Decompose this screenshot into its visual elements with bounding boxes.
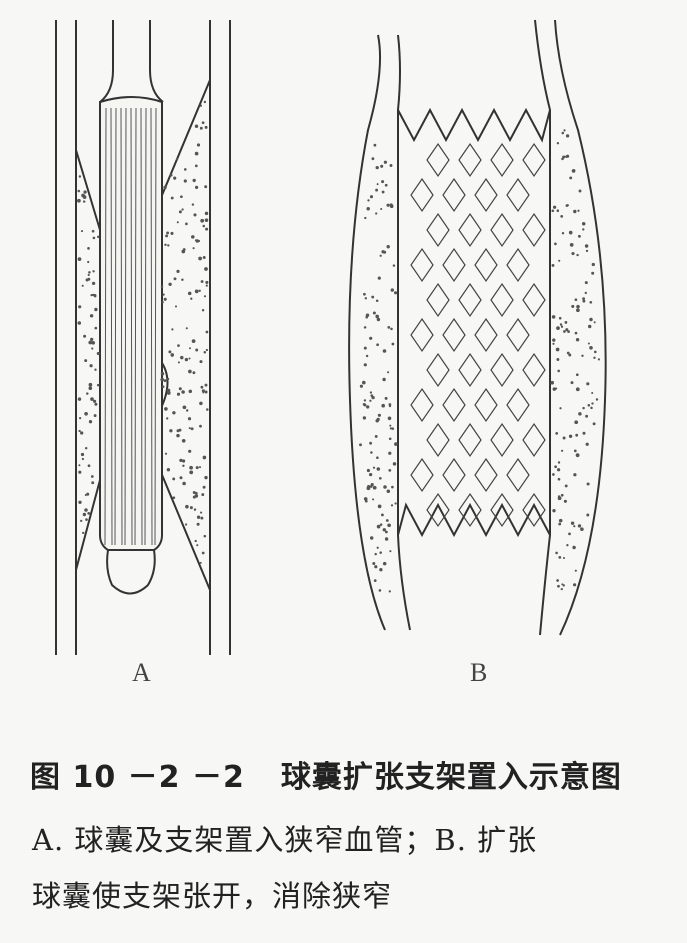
- plaque-dots-a: [77, 100, 209, 564]
- caption-line-2: 球囊使支架张开，消除狭窄: [32, 879, 393, 913]
- figure-title: 球囊扩张支架置入示意图: [280, 760, 622, 795]
- figure-number: 图 10 －2 －2: [30, 760, 245, 795]
- balloon-stripes: [104, 107, 157, 546]
- plaque-right: [159, 79, 211, 591]
- vessel-b-wall-left-outer: [348, 34, 386, 631]
- panel-b-label: B: [470, 658, 488, 687]
- stent-outline: [397, 107, 551, 538]
- figure-caption-title: 图 10 －2 －2 球囊扩张支架置入示意图: [30, 752, 670, 796]
- vessel-b-wall-right-outer: [554, 19, 607, 636]
- stent-diagram: [55, 19, 607, 655]
- caption-line-1: A. 球囊及支架置入狭窄血管；B. 扩张: [32, 823, 538, 857]
- panel-a-drawing: [55, 20, 231, 655]
- plaque-left: [75, 149, 101, 571]
- catheter-shaft: [99, 20, 164, 103]
- plaque-dots-b: [359, 129, 601, 593]
- stent-mesh: [410, 142, 546, 528]
- panel-a-label: A: [132, 658, 151, 687]
- figure-caption-body: A. 球囊及支架置入狭窄血管；B. 扩张 球囊使支架张开，消除狭窄: [32, 812, 662, 924]
- balloon-tip: [106, 549, 156, 595]
